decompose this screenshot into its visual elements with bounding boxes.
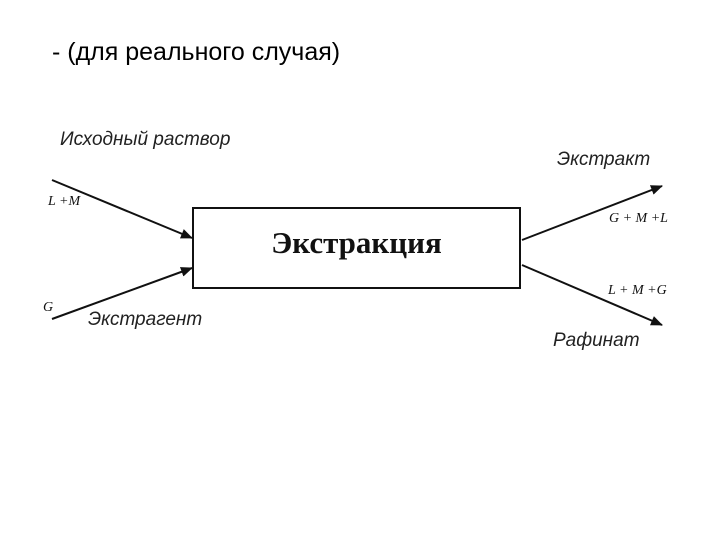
output-extract-label: Экстракт: [557, 149, 651, 170]
arrow-output-extract: [521, 185, 663, 241]
output-raffinate-formula: L + M +G: [608, 283, 667, 298]
input-extractant-label: Экстрагент: [88, 309, 203, 330]
input-extractant-formula: G: [43, 300, 54, 315]
arrow-input-extractant: [51, 267, 193, 320]
process-label: Экстракция: [271, 225, 442, 260]
input-solution-formula: L +M: [48, 194, 81, 209]
output-extract-formula: G + M +L: [609, 211, 668, 226]
arrow-input-solution: [51, 179, 193, 239]
output-raffinate-label: Рафинат: [553, 330, 640, 351]
slide-title: - (для реального случая): [52, 38, 341, 66]
arrow-output-raffinate: [521, 264, 663, 326]
input-solution-label: Исходный раствор: [60, 129, 231, 150]
process-box: Экстракция: [192, 207, 521, 289]
